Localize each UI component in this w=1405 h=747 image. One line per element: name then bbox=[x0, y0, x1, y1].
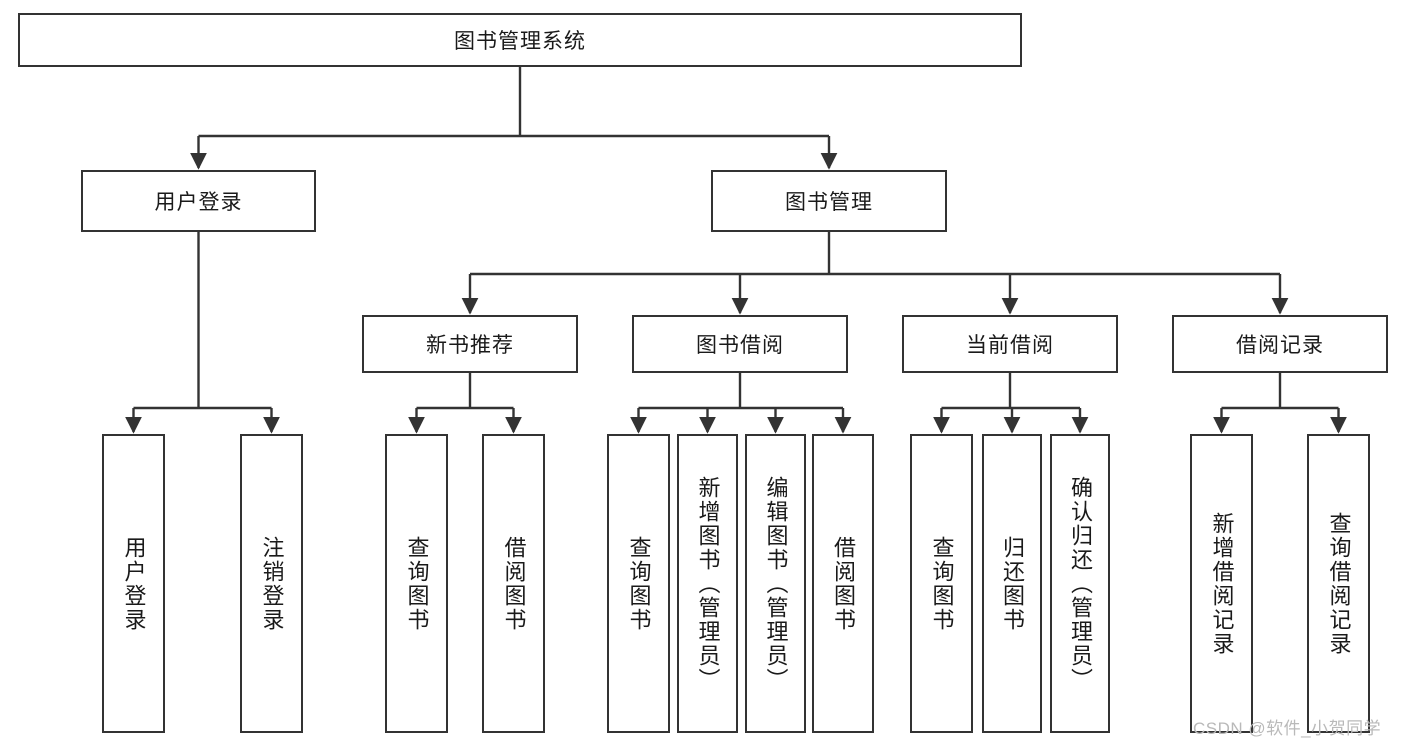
node-label: 查询图书 bbox=[404, 535, 430, 632]
node-label: 借阅图书 bbox=[501, 535, 527, 632]
node-label: 归还图书 bbox=[999, 535, 1025, 632]
node-l2[interactable]: 注销登录 bbox=[240, 434, 303, 733]
node-label: 用户登录 bbox=[121, 535, 147, 632]
node-bookmgmt[interactable]: 图书管理 bbox=[711, 170, 947, 232]
node-label: 编辑图书（管理员） bbox=[763, 475, 789, 692]
csdn-watermark: CSDN @软件_小贺同学 bbox=[1193, 719, 1382, 738]
node-l4[interactable]: 借阅图书 bbox=[482, 434, 545, 733]
node-l12[interactable]: 新增借阅记录 bbox=[1190, 434, 1253, 733]
node-label: 借阅记录 bbox=[1236, 334, 1324, 357]
node-label: 确认归还（管理员） bbox=[1067, 475, 1093, 692]
node-l3[interactable]: 查询图书 bbox=[385, 434, 448, 733]
node-l1[interactable]: 用户登录 bbox=[102, 434, 165, 733]
node-records[interactable]: 借阅记录 bbox=[1172, 315, 1388, 373]
node-root[interactable]: 图书管理系统 bbox=[18, 13, 1022, 67]
node-login[interactable]: 用户登录 bbox=[81, 170, 316, 232]
node-label: 当前借阅 bbox=[966, 334, 1054, 357]
node-l11[interactable]: 确认归还（管理员） bbox=[1050, 434, 1110, 733]
node-current[interactable]: 当前借阅 bbox=[902, 315, 1118, 373]
node-label: 图书借阅 bbox=[696, 334, 784, 357]
node-label: 图书管理系统 bbox=[454, 30, 586, 53]
node-label: 借阅图书 bbox=[830, 535, 856, 632]
node-label: 查询借阅记录 bbox=[1326, 511, 1352, 656]
node-l9[interactable]: 查询图书 bbox=[910, 434, 973, 733]
node-borrow[interactable]: 图书借阅 bbox=[632, 315, 848, 373]
node-l5[interactable]: 查询图书 bbox=[607, 434, 670, 733]
node-newbook[interactable]: 新书推荐 bbox=[362, 315, 578, 373]
node-label: 查询图书 bbox=[626, 535, 652, 632]
node-label: 新增借阅记录 bbox=[1209, 511, 1235, 656]
node-l10[interactable]: 归还图书 bbox=[982, 434, 1042, 733]
node-label: 用户登录 bbox=[154, 191, 243, 214]
node-label: 新书推荐 bbox=[426, 334, 514, 357]
node-l7[interactable]: 编辑图书（管理员） bbox=[745, 434, 806, 733]
node-label: 查询图书 bbox=[929, 535, 955, 632]
node-l8[interactable]: 借阅图书 bbox=[812, 434, 874, 733]
node-label: 注销登录 bbox=[259, 535, 285, 632]
node-l13[interactable]: 查询借阅记录 bbox=[1307, 434, 1370, 733]
node-l6[interactable]: 新增图书（管理员） bbox=[677, 434, 738, 733]
node-label: 新增图书（管理员） bbox=[695, 475, 721, 692]
node-label: 图书管理 bbox=[785, 191, 873, 214]
